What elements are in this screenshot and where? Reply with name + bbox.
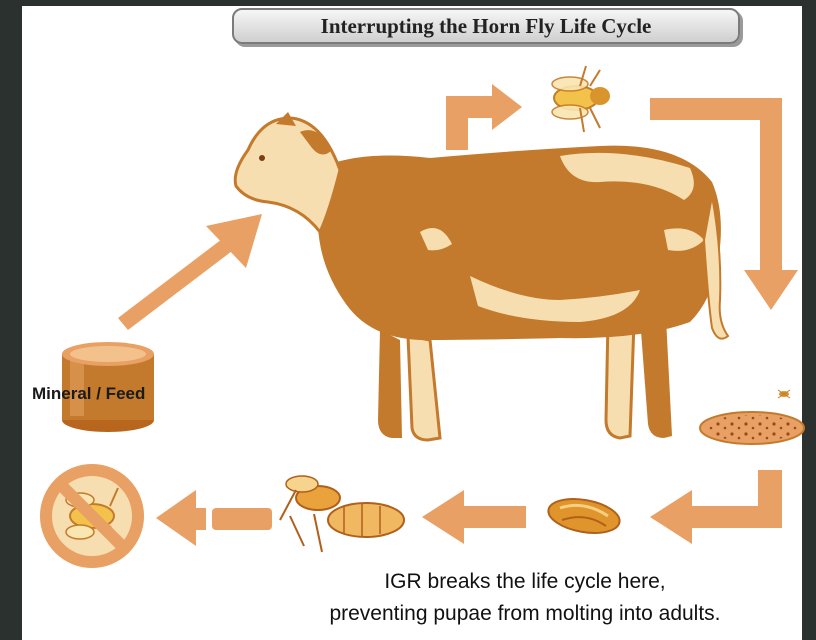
arrow-pupa-to-larva xyxy=(422,490,526,544)
pupa-icon xyxy=(546,494,622,538)
feed-label: Mineral / Feed xyxy=(32,384,145,404)
adult-fly-icon xyxy=(552,66,610,132)
arrow-feed-to-cow xyxy=(118,214,262,330)
larva-icon xyxy=(328,503,404,537)
caption-line-2: preventing pupae from molting into adult… xyxy=(230,598,816,630)
arrow-cow-to-fly xyxy=(446,84,522,150)
arrow-manure-to-pupa xyxy=(650,470,782,544)
arrow-to-no-symbol xyxy=(156,490,272,546)
no-symbol-icon xyxy=(40,464,144,568)
caption-line-1: IGR breaks the life cycle here, xyxy=(230,566,816,598)
cow-icon xyxy=(235,112,728,440)
igr-caption: IGR breaks the life cycle here, preventi… xyxy=(230,566,816,630)
small-fly-icon xyxy=(778,390,790,398)
manure-pat-icon xyxy=(700,390,804,444)
